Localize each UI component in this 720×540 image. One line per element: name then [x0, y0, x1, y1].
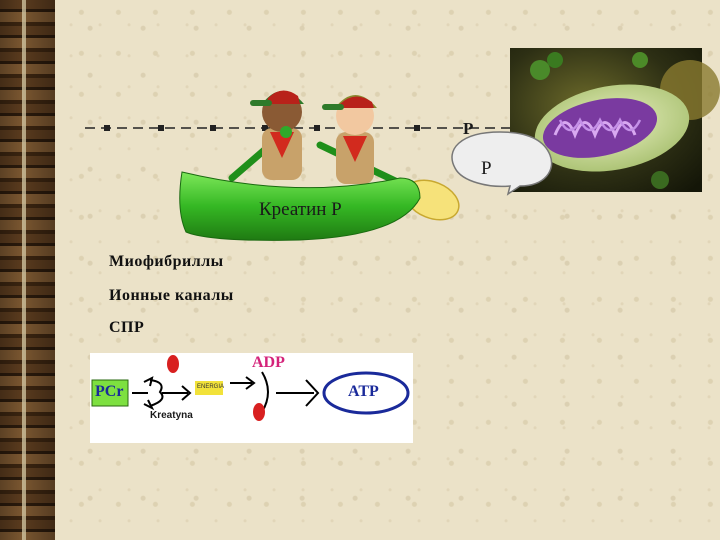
canoe-illustration [179, 90, 460, 241]
list-item-ion-channels: Ионные каналы [109, 287, 234, 304]
kreatyna-label: Kreatyna [150, 410, 193, 421]
list-item-spr: СПР [109, 319, 145, 336]
dashed-line [85, 125, 510, 131]
p-bubble [451, 131, 553, 196]
p-bubble-label: P [481, 158, 492, 179]
wood-strip [0, 0, 55, 540]
list-item-myofibrils: Миофибриллы [109, 253, 224, 270]
energia-label: ENERGIA [197, 384, 225, 390]
adp-label: ADP [252, 354, 285, 371]
pcr-label: PCr [95, 383, 124, 400]
boat-label: Креатин Р [259, 199, 342, 220]
reaction-diagram [90, 353, 413, 443]
atp-label: ATP [348, 383, 379, 400]
p-top-label: P [463, 119, 474, 138]
